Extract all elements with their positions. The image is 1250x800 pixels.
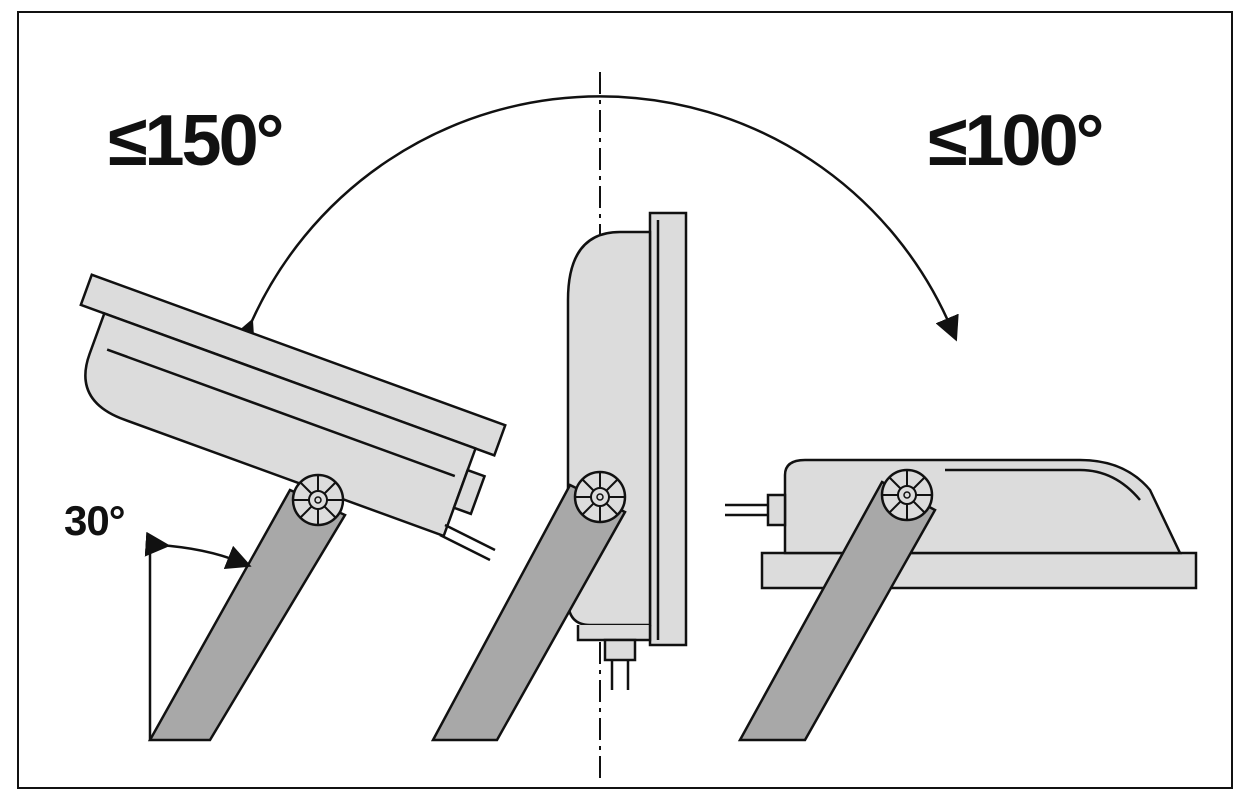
tilt-angle-label: 30° — [64, 497, 125, 544]
left-rotation-label: ≤150° — [108, 101, 282, 181]
right-rotation-label: ≤100° — [928, 101, 1102, 181]
tilt-angle-indicator — [144, 531, 252, 740]
right-floodlight — [725, 458, 1198, 742]
frame-border — [17, 11, 1233, 789]
left-floodlight — [79, 273, 507, 742]
center-floodlight — [430, 211, 688, 742]
rotation-arc-arrow — [231, 95, 959, 347]
